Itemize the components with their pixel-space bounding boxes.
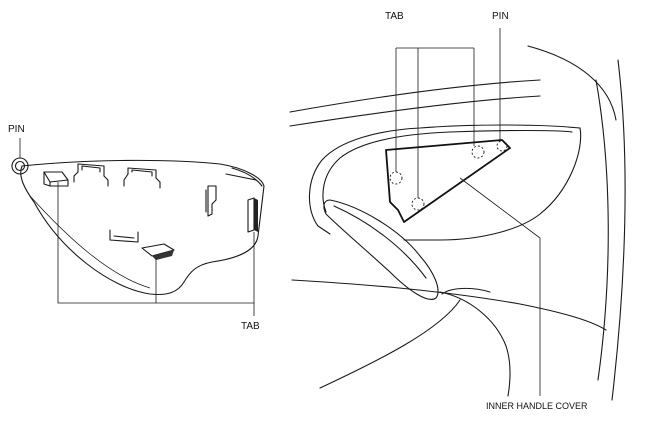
label-inner-handle-cover: INNER HANDLE COVER: [486, 401, 588, 411]
inner-handle-cover-part: [11, 138, 265, 316]
label-tab-right: TAB: [385, 11, 404, 22]
clip-1: [73, 163, 109, 187]
label-pin-left: PIN: [8, 124, 25, 135]
label-pin-right: PIN: [492, 11, 509, 22]
tab-wedge: [141, 243, 175, 260]
hidden-tab-3: [471, 145, 485, 159]
clip-4: [109, 229, 139, 243]
tab-right: [247, 197, 258, 233]
tab-clip-left: [43, 171, 69, 187]
hidden-pin: [496, 140, 508, 152]
clip-2: [123, 167, 161, 189]
clip-3: [205, 185, 217, 217]
hidden-tab-2: [411, 197, 425, 211]
hidden-tab-1: [389, 171, 403, 185]
inner-handle-cover-outline: [385, 139, 511, 223]
door-handle-lever: [323, 199, 439, 300]
door-trim-view: [289, 28, 626, 401]
label-tab-left: TAB: [241, 321, 260, 332]
